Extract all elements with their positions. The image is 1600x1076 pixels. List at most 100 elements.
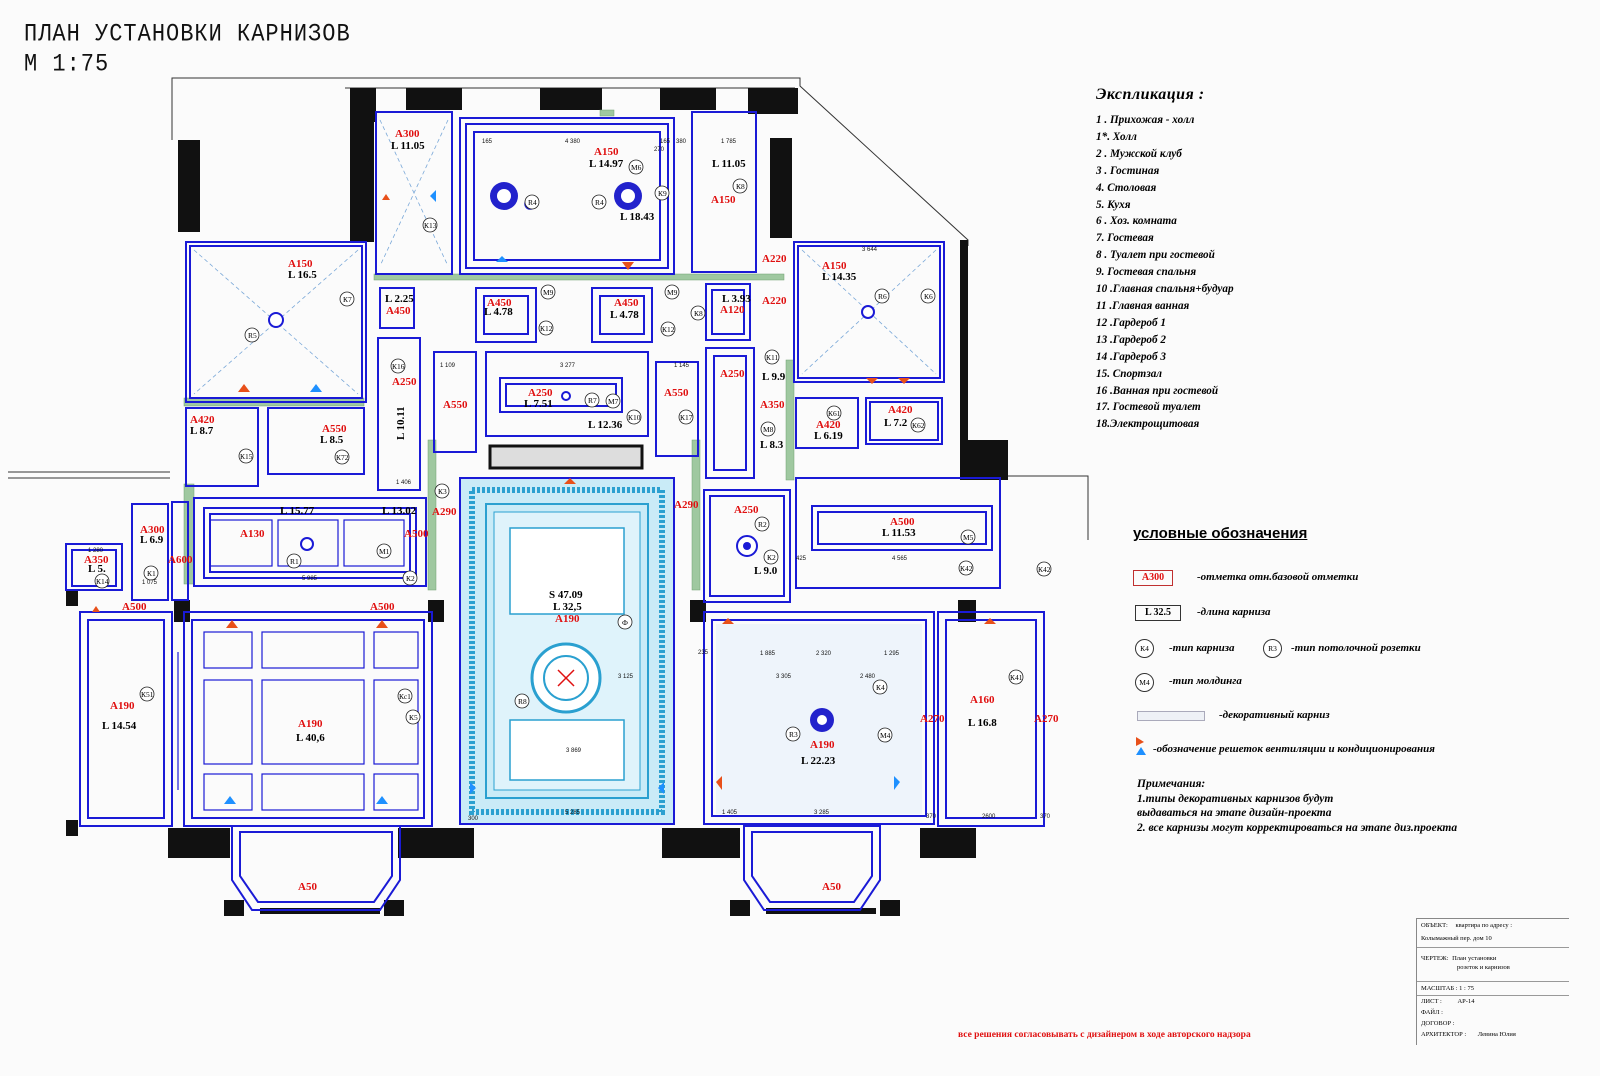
label-a220-2: А220 bbox=[762, 295, 787, 307]
tag-m1: М1 bbox=[376, 543, 392, 559]
tag-m8: М8 bbox=[760, 421, 776, 437]
dimension-d1885: 1 885 bbox=[760, 651, 776, 657]
label-l325: L 32,5 bbox=[553, 601, 582, 613]
label-l1105-2: L 11.05 bbox=[712, 158, 746, 170]
dimension-k17: К17 bbox=[680, 413, 693, 422]
tag-k11: К11 bbox=[764, 349, 780, 365]
stamp-object-label: ОБЪЕКТ: bbox=[1421, 922, 1448, 929]
label-a600: А600 bbox=[168, 554, 193, 566]
label-a450-1: А450 bbox=[386, 305, 411, 317]
dimension-k8: К8 bbox=[736, 182, 745, 191]
hallway-strip bbox=[488, 444, 644, 470]
plan-labels: А300 L 11.05 А150 L 14.97 L 18.43 L 11.0… bbox=[84, 128, 1059, 893]
stamp-file-label: ФАЙЛ : bbox=[1421, 1009, 1443, 1016]
ceiling-panels bbox=[177, 519, 419, 811]
dimension-m9a: М9 bbox=[543, 288, 554, 297]
dimension-d270: 270 bbox=[654, 147, 665, 153]
legend-mark-sample: А300 bbox=[1133, 570, 1173, 586]
dimension-d3125: 3 125 bbox=[618, 674, 634, 680]
room-8: 8 . Туалет при гостевой bbox=[1096, 249, 1215, 262]
label-a500-4: А500 bbox=[370, 601, 395, 613]
title-line-2: М 1:75 bbox=[24, 49, 110, 79]
vent-markers bbox=[92, 190, 996, 804]
notes-line-3: 2. все карнизы могут корректироваться на… bbox=[1137, 821, 1458, 834]
dimension-d1295: 1 295 bbox=[884, 651, 900, 657]
dimension-d425: 425 bbox=[796, 556, 807, 562]
label-a50-1: А50 bbox=[298, 881, 317, 893]
dimension-d370a: 370 bbox=[926, 814, 937, 820]
label-l1236: L 12.36 bbox=[588, 419, 623, 431]
label-a220-1: А220 bbox=[762, 253, 787, 265]
label-a550-2: А550 bbox=[664, 387, 689, 399]
dimension-k13: К13 bbox=[424, 221, 437, 230]
room-15: 15. Спортзал bbox=[1096, 367, 1163, 380]
dimensions: 4 380 165 165 380 1 785 270 3 644 1 109 … bbox=[88, 139, 1051, 822]
dimension-k9: К9 bbox=[658, 189, 667, 198]
tag-k62: К62 bbox=[910, 417, 926, 433]
label-a290-2: А290 bbox=[674, 499, 699, 511]
dimension-k72: К72 bbox=[336, 453, 349, 462]
label-a420-1: А420 bbox=[190, 414, 215, 426]
legend-rosette-text: -тип потолочной розетки bbox=[1291, 642, 1421, 654]
label-a350-2: А350 bbox=[84, 554, 109, 566]
label-a300-1: А300 bbox=[395, 128, 420, 140]
label-l2223: L 22.23 bbox=[801, 755, 836, 767]
label-a550-1: А550 bbox=[443, 399, 468, 411]
tag-k61: К61 bbox=[826, 405, 842, 421]
label-l1497: L 14.97 bbox=[589, 158, 624, 170]
label-a270-1: А270 bbox=[920, 713, 945, 725]
tag-m9b: М9 bbox=[664, 284, 680, 300]
dimension-d2600: 2600 bbox=[982, 814, 996, 820]
tag-k41: К41 bbox=[1008, 669, 1024, 685]
title-block: ОБЪЕКТ: квартира по адресу : Колымажный … bbox=[1416, 918, 1569, 1045]
dimension-k11: К11 bbox=[766, 353, 778, 362]
label-a250-2: А250 bbox=[528, 387, 553, 399]
tag-k14: К14 bbox=[94, 573, 110, 589]
tag-r4a: R4 bbox=[524, 194, 540, 210]
dimension-k16: К16 bbox=[392, 362, 405, 371]
label-a130: А130 bbox=[240, 528, 265, 540]
tag-k12b: К12 bbox=[660, 321, 676, 337]
label-l1454: L 14.54 bbox=[102, 720, 137, 732]
rooms bbox=[65, 111, 1045, 911]
dimension-m4: М4 bbox=[880, 731, 891, 740]
dimension-d1280: 1 280 bbox=[88, 548, 104, 554]
room-18: 18.Электрощитовая bbox=[1096, 418, 1200, 431]
label-a190-4: А190 bbox=[810, 739, 835, 751]
dimension-d5285: 5 285 bbox=[565, 810, 581, 816]
tag-k17: К17 bbox=[678, 409, 694, 425]
dimension-d370b: 370 bbox=[1040, 814, 1051, 820]
label-l83: L 8.3 bbox=[760, 439, 784, 451]
dimension-d165a: 165 bbox=[482, 139, 493, 145]
dimension-d1406: 1 406 bbox=[396, 480, 412, 486]
dimension-r3: R3 bbox=[789, 730, 798, 739]
room-14: 14 .Гардероб 3 bbox=[1096, 350, 1166, 363]
room-1a: 1*. Холл bbox=[1096, 130, 1137, 143]
tag-k42b: К42 bbox=[1036, 561, 1052, 577]
room-6: 6 . Хоз. комната bbox=[1096, 215, 1177, 228]
label-a150-hall: А150 bbox=[594, 146, 619, 158]
tag-m5: М5 bbox=[960, 529, 976, 545]
building-outline bbox=[8, 77, 1089, 540]
label-l1843: L 18.43 bbox=[620, 211, 655, 223]
tag-k4: К4 bbox=[872, 679, 888, 695]
tag-r3: R3 bbox=[785, 726, 801, 742]
legend-decor-text: -декоративный карниз bbox=[1219, 709, 1330, 721]
label-a150-3: А150 bbox=[822, 260, 847, 272]
label-l85: L 8.5 bbox=[320, 434, 344, 446]
dimension-d300: 300 bbox=[468, 816, 479, 822]
tag-kc1: Кс1 bbox=[397, 688, 413, 704]
room-7: 7. Гостевая bbox=[1096, 232, 1154, 245]
dimension-k2a: К2 bbox=[406, 574, 415, 583]
dimension-d1145: 1 145 bbox=[674, 363, 690, 369]
notes-line-1: 1.типы декоративных карнизов будут bbox=[1137, 792, 1334, 805]
label-l393: L 3.93 bbox=[722, 293, 751, 305]
tag-k10: К10 bbox=[626, 409, 642, 425]
dimension-k1: К1 bbox=[147, 569, 156, 578]
vent-marker-icon bbox=[1136, 737, 1146, 755]
label-a500-2: А500 bbox=[890, 516, 915, 528]
label-l1105-1: L 11.05 bbox=[391, 140, 425, 152]
tag-k9: К9 bbox=[654, 185, 670, 201]
dimension-k42a: К42 bbox=[960, 564, 973, 573]
